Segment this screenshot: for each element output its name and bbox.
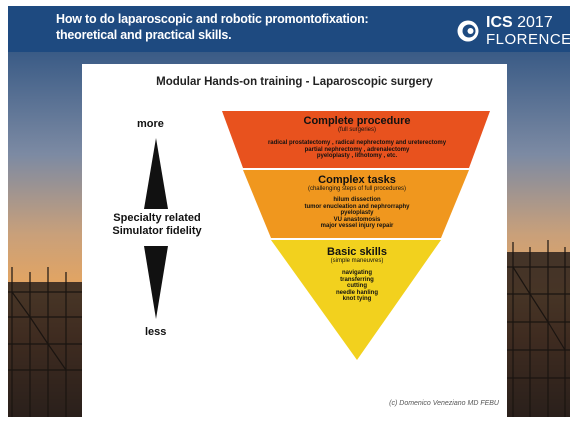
tier-item: major vessel injury repair bbox=[320, 223, 394, 229]
diagram-title: Modular Hands-on training - Laparoscopic… bbox=[156, 76, 433, 88]
tier-item: tumor enucleation and nephrorraphy bbox=[304, 203, 410, 210]
copyright-note: (c) Domenico Veneziano MD FEBU bbox=[389, 400, 499, 407]
tier-item: pyeloplasty , lithotomy , etc. bbox=[316, 153, 398, 159]
tier-complex-shape bbox=[243, 170, 469, 238]
tier-item: navigating bbox=[341, 270, 372, 276]
tier-item: radical prostatectomy , radical nephrect… bbox=[267, 140, 447, 146]
logo-city: FLORENCE bbox=[486, 31, 570, 48]
tier-item: cutting bbox=[347, 283, 367, 289]
tier-basic: Basic skills (simple maneuvres) navigati… bbox=[287, 246, 427, 303]
fidelity-arrows bbox=[144, 138, 168, 319]
tier-item: pyeloplasty bbox=[340, 210, 374, 216]
tier-complex: Complex tasks (challenging steps of full… bbox=[262, 174, 452, 230]
down-arrow-icon bbox=[144, 246, 168, 319]
diagram-card: Modular Hands-on training - Laparoscopic… bbox=[82, 64, 507, 417]
tier-subtitle: (challenging steps of full procedures) bbox=[307, 186, 407, 192]
slide-header: How to do laparoscopic and robotic promo… bbox=[8, 6, 570, 52]
logo-year: 2017 bbox=[517, 14, 553, 31]
up-arrow-icon bbox=[144, 138, 168, 209]
tier-subtitle: (full surgeries) bbox=[337, 127, 376, 133]
training-pyramid bbox=[222, 111, 490, 360]
tier-title: Complete procedure bbox=[303, 115, 411, 127]
tier-basic-shape bbox=[271, 240, 441, 360]
tier-item: needle hanling bbox=[335, 289, 378, 296]
logo-ics-text: ICS bbox=[486, 14, 513, 31]
ics-logo-icon bbox=[457, 20, 479, 42]
slide-title-line-1: How to do laparoscopic and robotic promo… bbox=[56, 12, 369, 26]
tier-item: VU anastomosis bbox=[333, 216, 381, 223]
scale-less-label: less bbox=[145, 326, 167, 338]
fidelity-label-line-2: Simulator fidelity bbox=[112, 225, 202, 237]
tier-title: Complex tasks bbox=[318, 174, 396, 186]
tier-subtitle: (simple maneuvres) bbox=[330, 258, 384, 264]
slide: How to do laparoscopic and robotic promo… bbox=[8, 6, 570, 417]
logo-text: ICS 2017 bbox=[486, 14, 553, 32]
tier-item: partial nephrectomy , adrenalectomy bbox=[304, 146, 410, 153]
tier-item: transferring bbox=[340, 276, 374, 283]
tier-complete-shape bbox=[222, 111, 490, 168]
tier-title: Basic skills bbox=[327, 246, 387, 258]
fidelity-label-line-1: Specialty related bbox=[113, 212, 201, 224]
tier-item: hilum dissection bbox=[333, 197, 381, 203]
tier-complete: Complete procedure (full surgeries) radi… bbox=[242, 115, 472, 160]
scale-more-label: more bbox=[137, 118, 164, 130]
tier-item: knot tying bbox=[342, 296, 372, 302]
slide-title-line-2: theoretical and practical skills. bbox=[56, 28, 232, 42]
